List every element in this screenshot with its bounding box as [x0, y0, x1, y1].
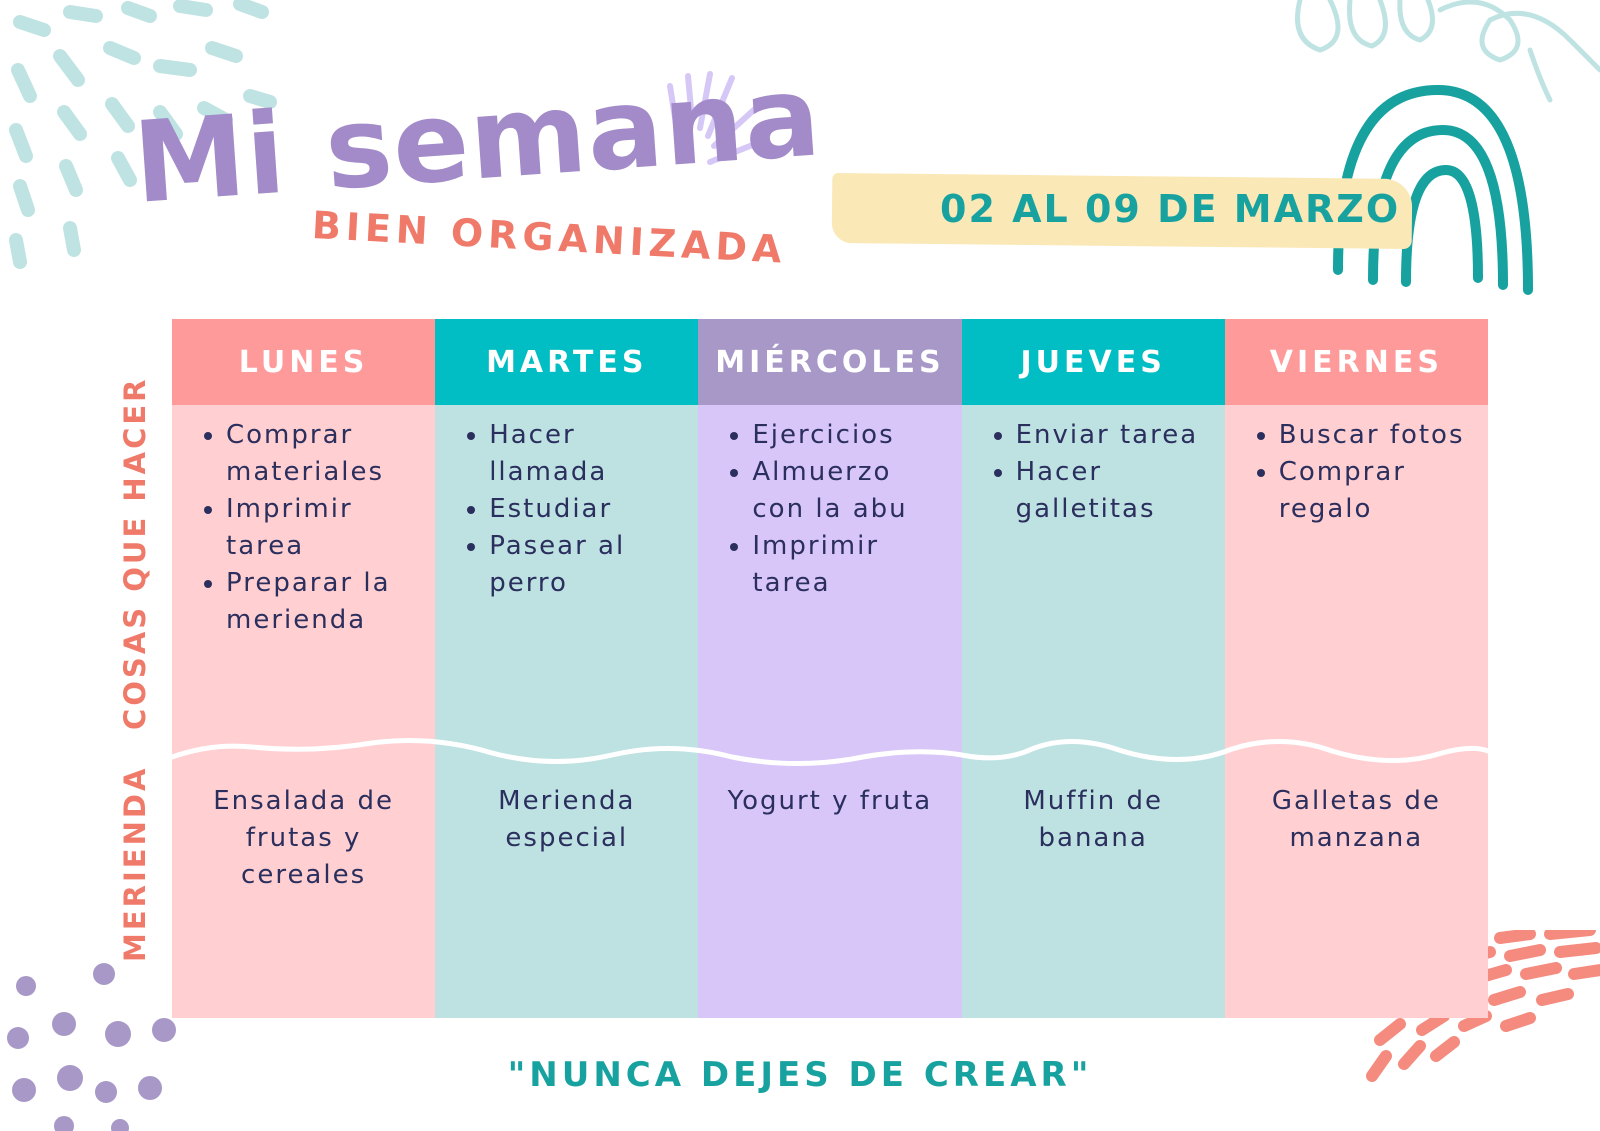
- list-item: Preparar la merienda: [226, 565, 421, 639]
- row-label-snack: MERIENDA: [118, 765, 152, 962]
- snack-text: Muffin de banana: [1023, 786, 1163, 853]
- day-header: MIÉRCOLES: [698, 319, 962, 405]
- burst-lines-decoration: [667, 71, 763, 165]
- day-header: LUNES: [172, 319, 436, 405]
- task-list: Comprar materiales Imprimir tarea Prepar…: [172, 405, 435, 639]
- day-header: VIERNES: [1224, 319, 1488, 405]
- row-label-todo: COSAS QUE HACER: [118, 376, 152, 731]
- list-item: Comprar regalo: [1279, 454, 1474, 528]
- list-item: Enviar tarea: [1016, 417, 1211, 454]
- day-column-miercoles: MIÉRCOLES Ejercicios Almuerzo con la abu…: [698, 319, 962, 1018]
- date-range: 02 AL 09 DE MARZO: [940, 187, 1401, 231]
- day-header: MARTES: [435, 319, 699, 405]
- snack-text: Ensalada de frutas y cereales: [213, 786, 394, 890]
- wavy-divider: [172, 738, 1488, 767]
- day-header: JUEVES: [961, 319, 1225, 405]
- list-item: Almuerzo con la abu: [752, 454, 947, 528]
- day-column-viernes: VIERNES Buscar fotos Comprar regalo Gall…: [1224, 319, 1488, 1018]
- page-subtitle: BIEN ORGANIZADA: [310, 203, 788, 272]
- list-item: Imprimir tarea: [226, 491, 421, 565]
- day-column-lunes: LUNES Comprar materiales Imprimir tarea …: [172, 319, 436, 1018]
- list-item: Comprar materiales: [226, 417, 421, 491]
- teal-loops-decoration: [1295, 0, 1600, 103]
- week-planner: LUNES Comprar materiales Imprimir tarea …: [172, 319, 1488, 1018]
- snack-text: Yogurt y fruta: [727, 786, 933, 816]
- snack-text: Galletas de manzana: [1271, 786, 1441, 853]
- list-item: Buscar fotos: [1279, 417, 1474, 454]
- task-list: Buscar fotos Comprar regalo: [1225, 405, 1488, 528]
- list-item: Imprimir tarea: [752, 528, 947, 602]
- list-item: Ejercicios: [752, 417, 947, 454]
- snack-text: Merienda especial: [498, 786, 636, 853]
- list-item: Hacer llamada: [489, 417, 684, 491]
- footer-quote: "NUNCA DEJES DE CREAR": [507, 1055, 1093, 1095]
- list-item: Estudiar: [489, 491, 684, 528]
- purple-dots-decoration: [7, 963, 176, 1131]
- teal-dashes-decoration: [9, 0, 277, 269]
- day-column-martes: MARTES Hacer llamada Estudiar Pasear al …: [435, 319, 699, 1018]
- day-column-jueves: JUEVES Enviar tarea Hacer galletitas Muf…: [961, 319, 1225, 1018]
- task-list: Ejercicios Almuerzo con la abu Imprimir …: [698, 405, 961, 602]
- list-item: Pasear al perro: [489, 528, 684, 602]
- task-list: Enviar tarea Hacer galletitas: [962, 405, 1225, 528]
- task-list: Hacer llamada Estudiar Pasear al perro: [435, 405, 698, 602]
- list-item: Hacer galletitas: [1016, 454, 1211, 528]
